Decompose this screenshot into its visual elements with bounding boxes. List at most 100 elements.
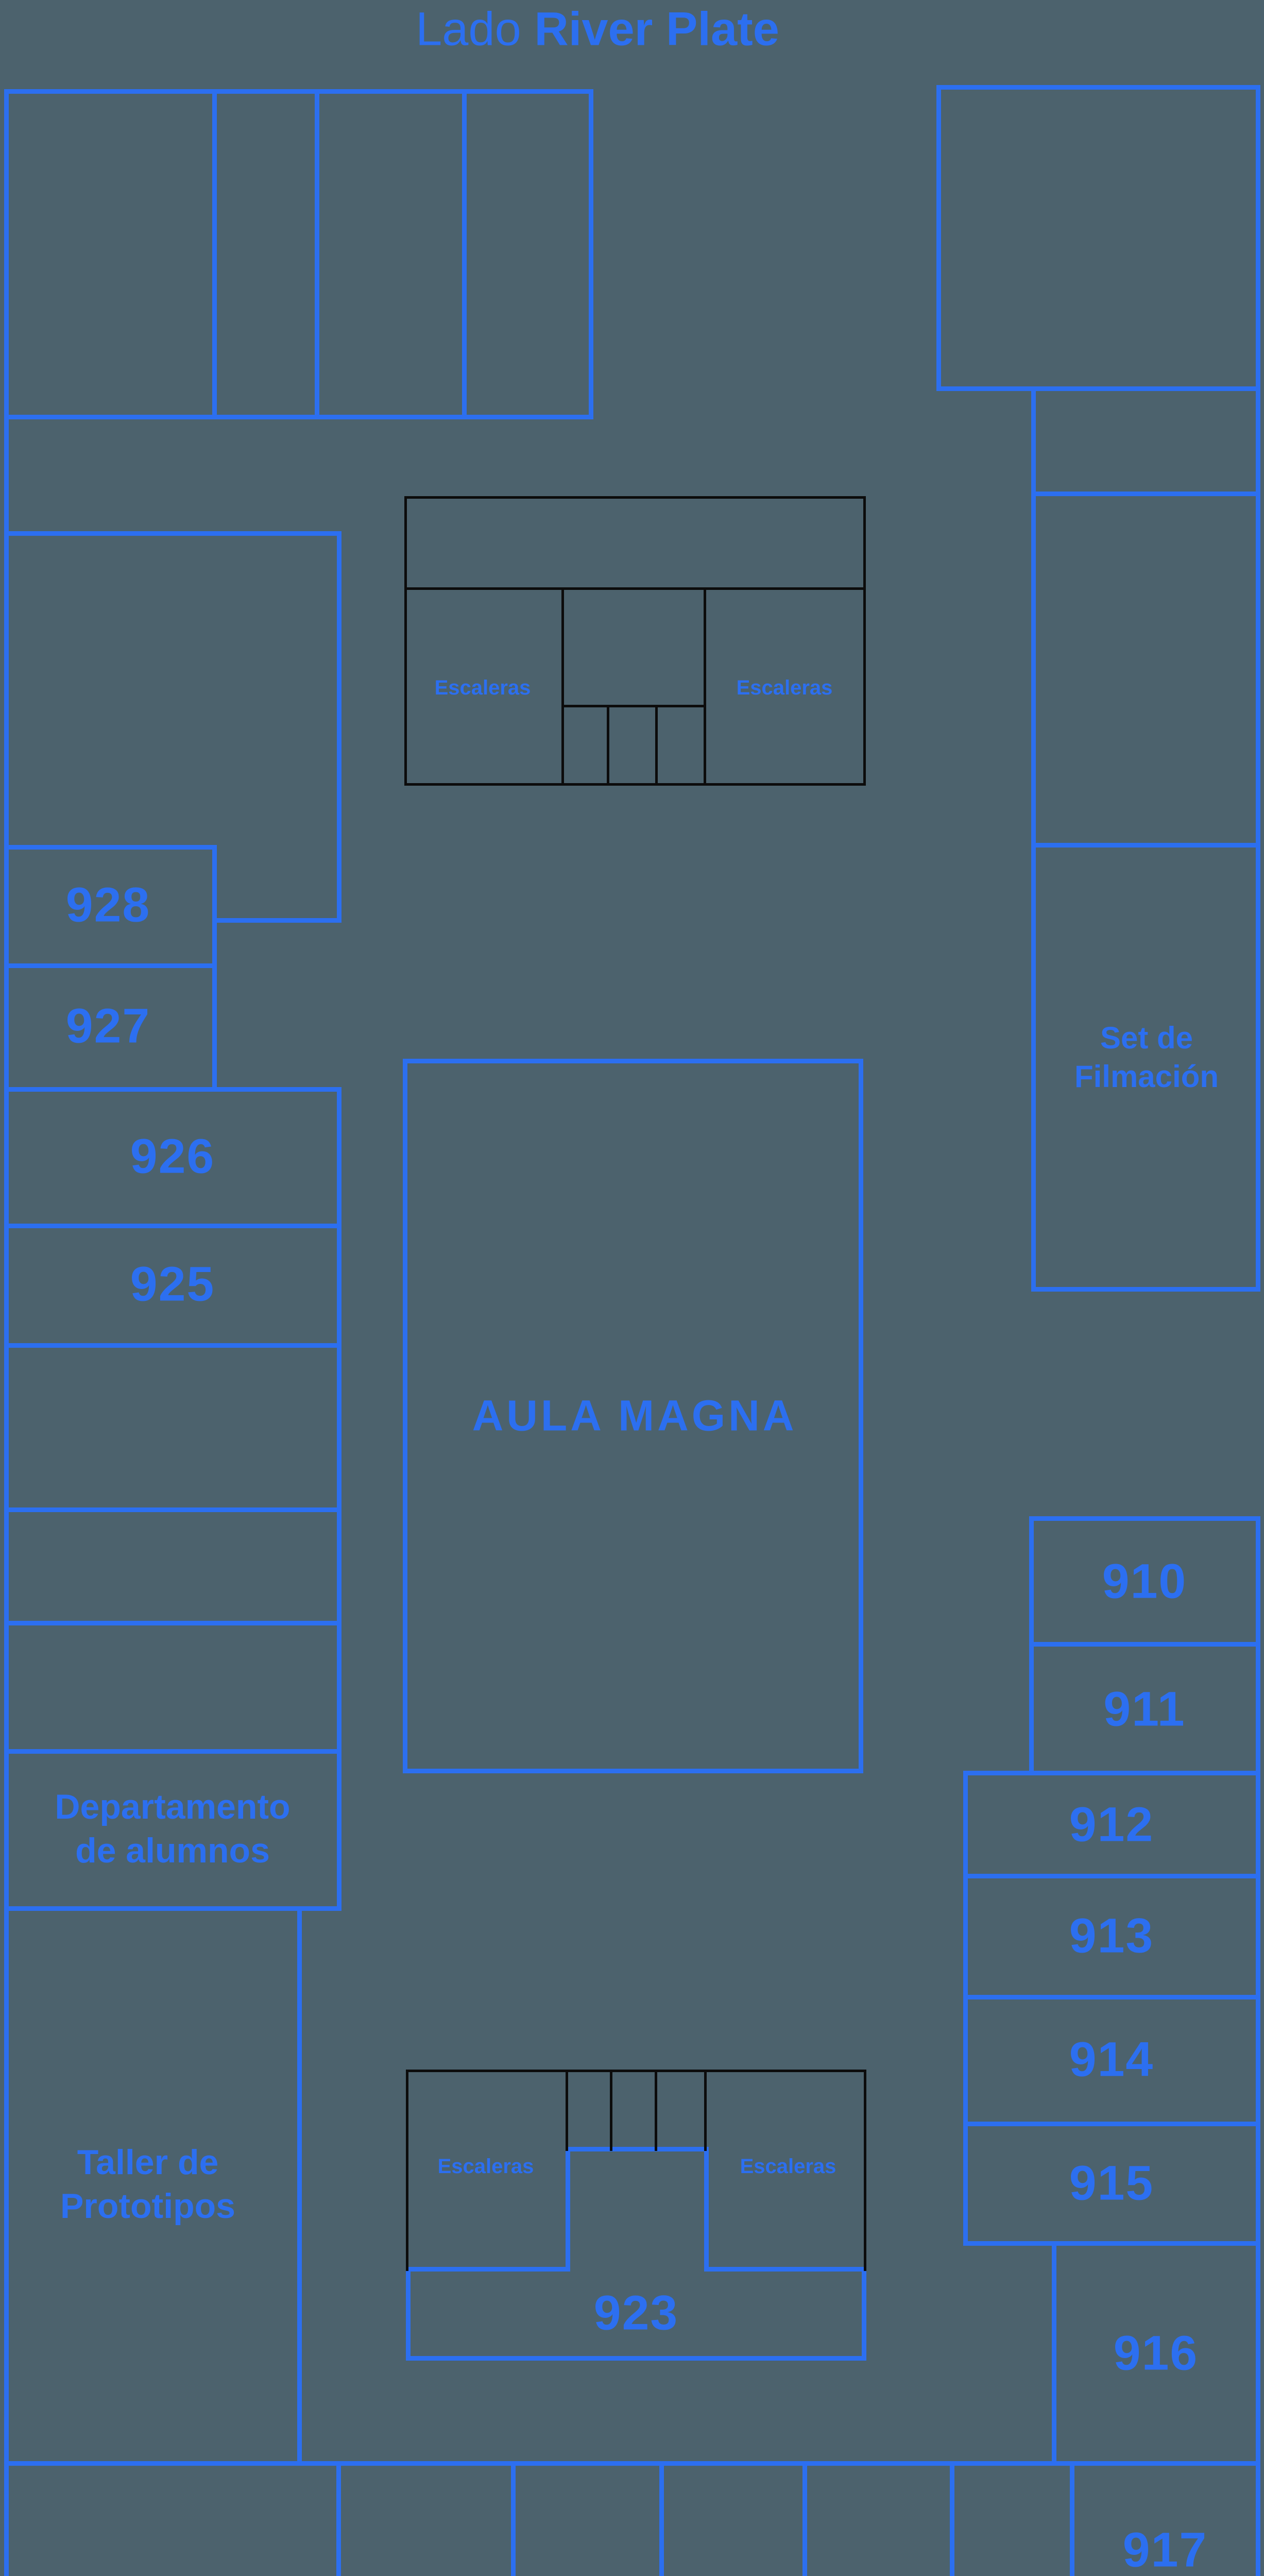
wall (1256, 2241, 1260, 2466)
taller-line-2: Prototipos (60, 2187, 235, 2226)
wall (4, 845, 217, 850)
wall (404, 496, 407, 786)
set-line-2: Filmación (1074, 1059, 1219, 1094)
wall (655, 705, 658, 786)
wall (610, 2070, 612, 2151)
wall (4, 415, 593, 419)
room-label-910: 910 (1102, 1554, 1187, 1609)
wall (406, 2267, 570, 2272)
wall (1256, 847, 1260, 1292)
wall (212, 89, 217, 419)
wall (1031, 843, 1260, 848)
room-label-912: 912 (1069, 1797, 1154, 1852)
wall (462, 89, 467, 419)
wall (802, 2461, 807, 2576)
room-label-departamento: Departamento de alumnos (55, 1785, 290, 1873)
wall (1029, 1642, 1034, 1775)
room-label-927: 927 (65, 998, 151, 1054)
wall (212, 845, 217, 1092)
wall (1256, 1516, 1260, 1647)
wall (1256, 2461, 1260, 2576)
wall (404, 496, 866, 499)
wall (950, 2461, 954, 2576)
wall (4, 1087, 341, 1092)
wall (963, 2241, 1260, 2246)
wall (566, 2147, 570, 2272)
room-label-923: 923 (593, 2285, 679, 2341)
wall (566, 2070, 568, 2151)
wall (1256, 1771, 1260, 2246)
wall (403, 1769, 863, 1773)
wall (561, 587, 564, 786)
wall (403, 1059, 407, 1773)
wall (1256, 496, 1260, 848)
wall (337, 531, 341, 923)
wall (4, 1621, 341, 1625)
wall (406, 2267, 411, 2361)
room-label-915: 915 (1069, 2156, 1154, 2211)
wall (1031, 391, 1036, 496)
wall (963, 1874, 1260, 1878)
wall (704, 2267, 866, 2272)
wall (336, 2461, 341, 2576)
room-label-913: 913 (1069, 1908, 1154, 1963)
stairs-label-top-left: Escaleras (434, 676, 531, 699)
stairs-label-top-right: Escaleras (736, 676, 833, 699)
top-side-title: Lado River Plate (416, 0, 779, 59)
wall (607, 705, 609, 786)
wall (297, 1910, 302, 2466)
wall (212, 918, 341, 923)
taller-line-1: Taller de (77, 2143, 219, 2182)
wall (4, 1343, 341, 1348)
wall (4, 89, 9, 2576)
room-label-set-filmacion: Set de Filmación (1074, 1019, 1219, 1096)
wall (4, 1507, 341, 1512)
room-label-926: 926 (130, 1129, 215, 1184)
wall (4, 89, 593, 94)
departamento-line-1: Departamento (55, 1787, 291, 1826)
room-label-914: 914 (1069, 2032, 1154, 2087)
room-label-928: 928 (65, 877, 151, 933)
wall (1031, 1287, 1260, 1292)
wall (315, 89, 319, 419)
wall (862, 2267, 866, 2361)
wall (1029, 1516, 1034, 1647)
wall (406, 2356, 866, 2361)
wall (1256, 1642, 1260, 1775)
wall (4, 1224, 341, 1228)
top-title-prefix: Lado (416, 3, 535, 56)
wall (1256, 391, 1260, 496)
wall (704, 587, 706, 786)
stairs-label-bottom-left: Escaleras (437, 2155, 534, 2178)
wall (1070, 2461, 1074, 2576)
room-label-917: 917 (1122, 2522, 1208, 2576)
wall (589, 89, 593, 419)
wall (4, 2461, 1260, 2466)
top-title-bold: River Plate (534, 3, 779, 56)
set-line-1: Set de (1100, 1021, 1193, 1055)
wall (337, 1087, 341, 1911)
wall (1031, 492, 1260, 496)
wall (864, 2070, 866, 2271)
room-label-aula-magna: AULA MAGNA (472, 1391, 797, 1440)
room-label-925: 925 (130, 1257, 215, 1312)
wall (936, 85, 1260, 90)
wall (4, 531, 341, 536)
wall (963, 1771, 1260, 1775)
wall (655, 2070, 657, 2151)
wall (863, 496, 866, 786)
wall (936, 85, 941, 391)
wall (936, 386, 1260, 391)
wall (859, 1059, 863, 1773)
wall (1052, 2241, 1056, 2466)
wall (403, 1059, 863, 1063)
wall (4, 1906, 341, 1911)
wall (511, 2461, 516, 2576)
wall (404, 783, 866, 786)
wall (406, 2070, 866, 2072)
wall (659, 2461, 664, 2576)
wall (566, 2147, 709, 2151)
wall (4, 963, 217, 968)
wall (404, 587, 866, 590)
